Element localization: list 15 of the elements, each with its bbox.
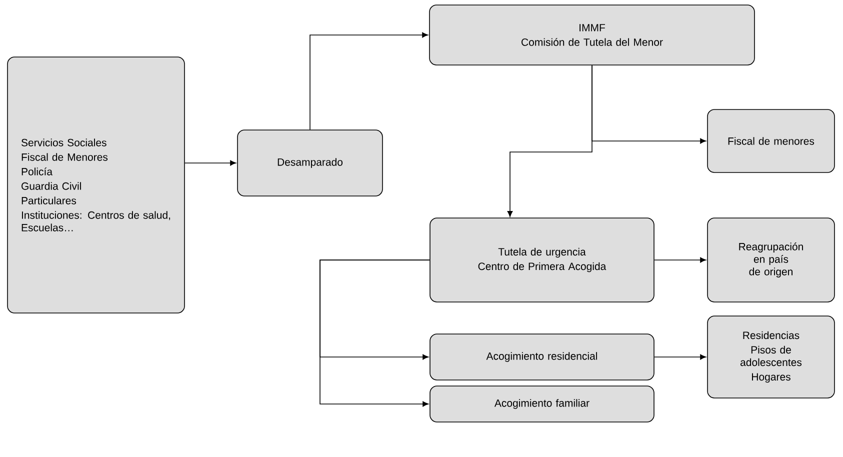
process-box: Reagrupación en país de origen [707,218,835,302]
process-box: IMMF Comisión de Tutela del Menor [429,4,755,66]
arrow [184,160,236,166]
process-box: Acogimiento familiar [430,386,654,422]
process-box: Desamparado [237,130,383,196]
arrow [507,65,592,217]
process-box: Tutela de urgencia Centro de Primera Acogida [430,218,654,302]
arrow [654,354,706,360]
process-box: Residencias Pisos de adolescentes Hogares [707,316,835,398]
arrow [320,260,430,407]
process-box: Fiscal de menores [707,109,835,173]
arrow [310,32,428,130]
process-box: Acogimiento residencial [430,334,654,380]
arrow [654,257,706,263]
process-box: Servicios Sociales Fiscal de Menores Policía Guardia Civil Particulares Instituciones: Centros de salud, Escuelas… [7,56,185,314]
